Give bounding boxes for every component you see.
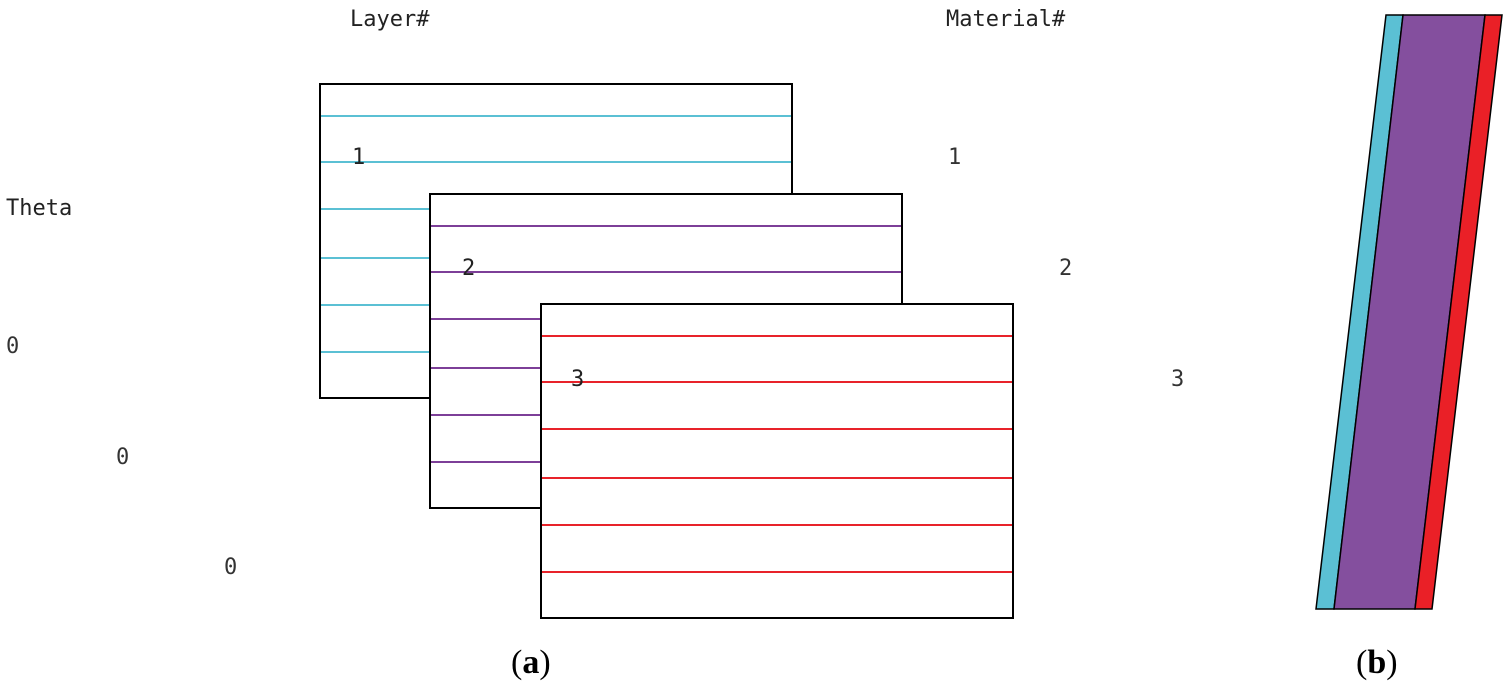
- cross-section-layer-3: [1414, 14, 1503, 610]
- theta-header: Theta: [6, 196, 72, 221]
- material-header: Material#: [946, 7, 1066, 32]
- caption-a-letter: a: [522, 644, 539, 681]
- material-1-label: 1: [948, 145, 961, 170]
- caption-b-close: ): [1386, 644, 1397, 681]
- layer-2-label: 2: [462, 256, 475, 281]
- cross-section: [1315, 14, 1503, 610]
- caption-b-letter: b: [1367, 644, 1386, 681]
- layer-header: Layer#: [350, 7, 430, 32]
- caption-a-open: (: [511, 644, 522, 681]
- theta-3-value: 0: [224, 555, 237, 580]
- layer-sheet-3: 3: [540, 303, 1014, 619]
- theta-1-value: 0: [6, 334, 19, 359]
- caption-a-close: ): [539, 644, 550, 681]
- material-2-label: 2: [1059, 256, 1072, 281]
- layer-1-label: 1: [352, 145, 365, 170]
- caption-a: (a): [511, 644, 551, 681]
- layer-sheet-3-border: [540, 303, 1014, 619]
- caption-b-open: (: [1356, 644, 1367, 681]
- theta-2-value: 0: [116, 445, 129, 470]
- layer-sheet-3-lines: [542, 335, 1012, 573]
- layer-3-label: 3: [571, 367, 584, 392]
- material-3-label: 3: [1171, 367, 1184, 392]
- caption-b: (b): [1356, 644, 1398, 681]
